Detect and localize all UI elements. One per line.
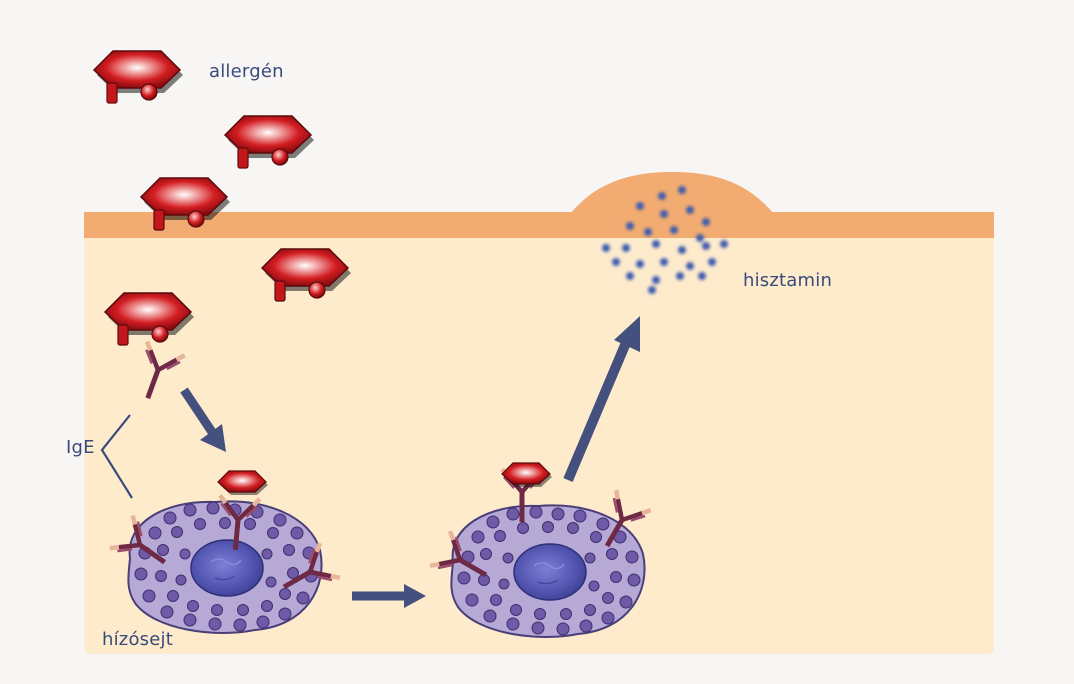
histamine-label: hisztamin [743,270,833,291]
ige-label: IgE [66,437,95,458]
arrow-right [352,584,426,608]
allergen-molecule-2 [224,115,315,169]
ige-bracket [100,414,133,499]
histamine-cloud [602,186,728,294]
allergen-label: allergén [209,61,284,82]
skin-layer [84,172,994,238]
arrow-up [563,316,640,482]
mast-cell-label: hízósejt [102,629,173,650]
allergen-molecule-1 [93,50,184,104]
arrow-down [180,387,226,452]
